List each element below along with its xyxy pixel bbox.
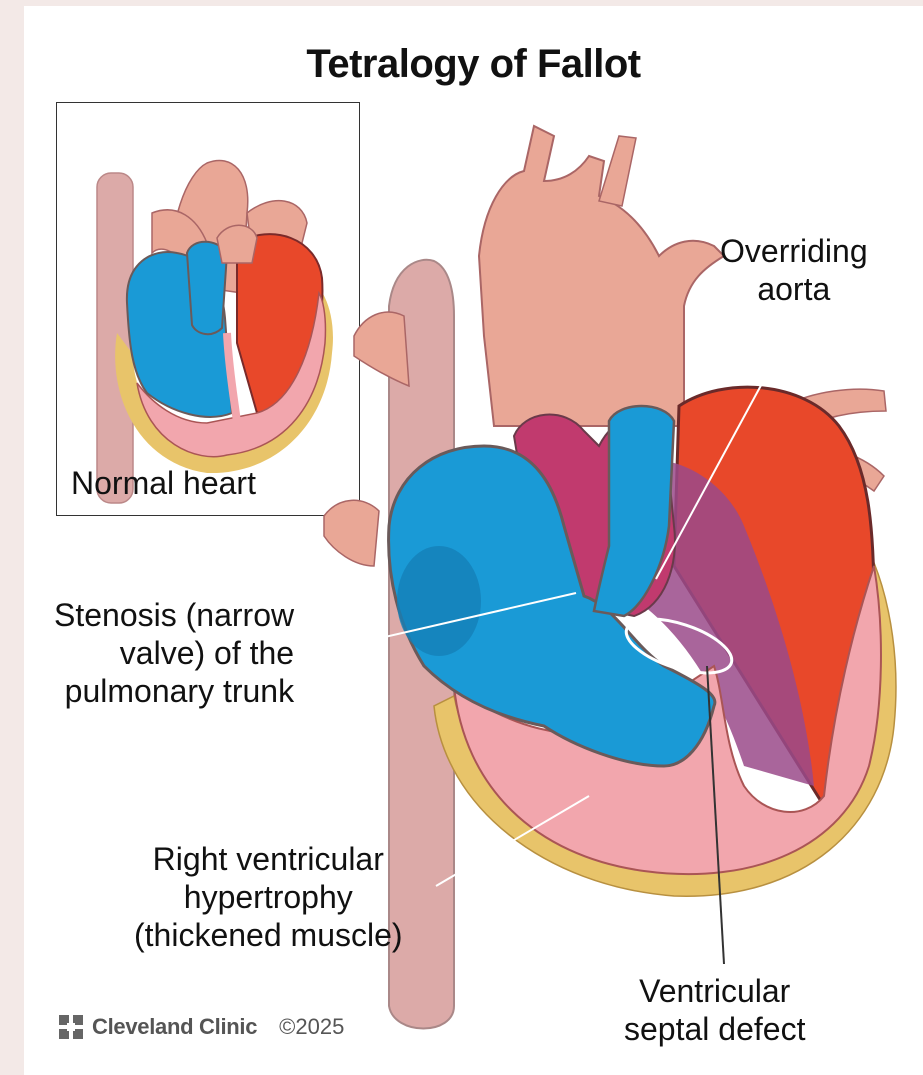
stenosis-label: Stenosis (narrow valve) of the pulmonary… — [54, 596, 294, 710]
copyright: ©2025 — [279, 1014, 344, 1040]
ventricular-septal-defect-label: Ventricular septal defect — [624, 972, 805, 1048]
footer-credit: Cleveland Clinic ©2025 — [58, 1014, 344, 1040]
cleveland-clinic-logo-icon — [58, 1014, 84, 1040]
overriding-aorta-label: Overriding aorta — [720, 232, 868, 308]
right-ventricular-hypertrophy-label: Right ventricular hypertrophy (thickened… — [134, 840, 403, 954]
brand-name: Cleveland Clinic — [92, 1014, 257, 1040]
illustration-card: Tetralogy of Fallot Normal heart — [24, 6, 923, 1075]
